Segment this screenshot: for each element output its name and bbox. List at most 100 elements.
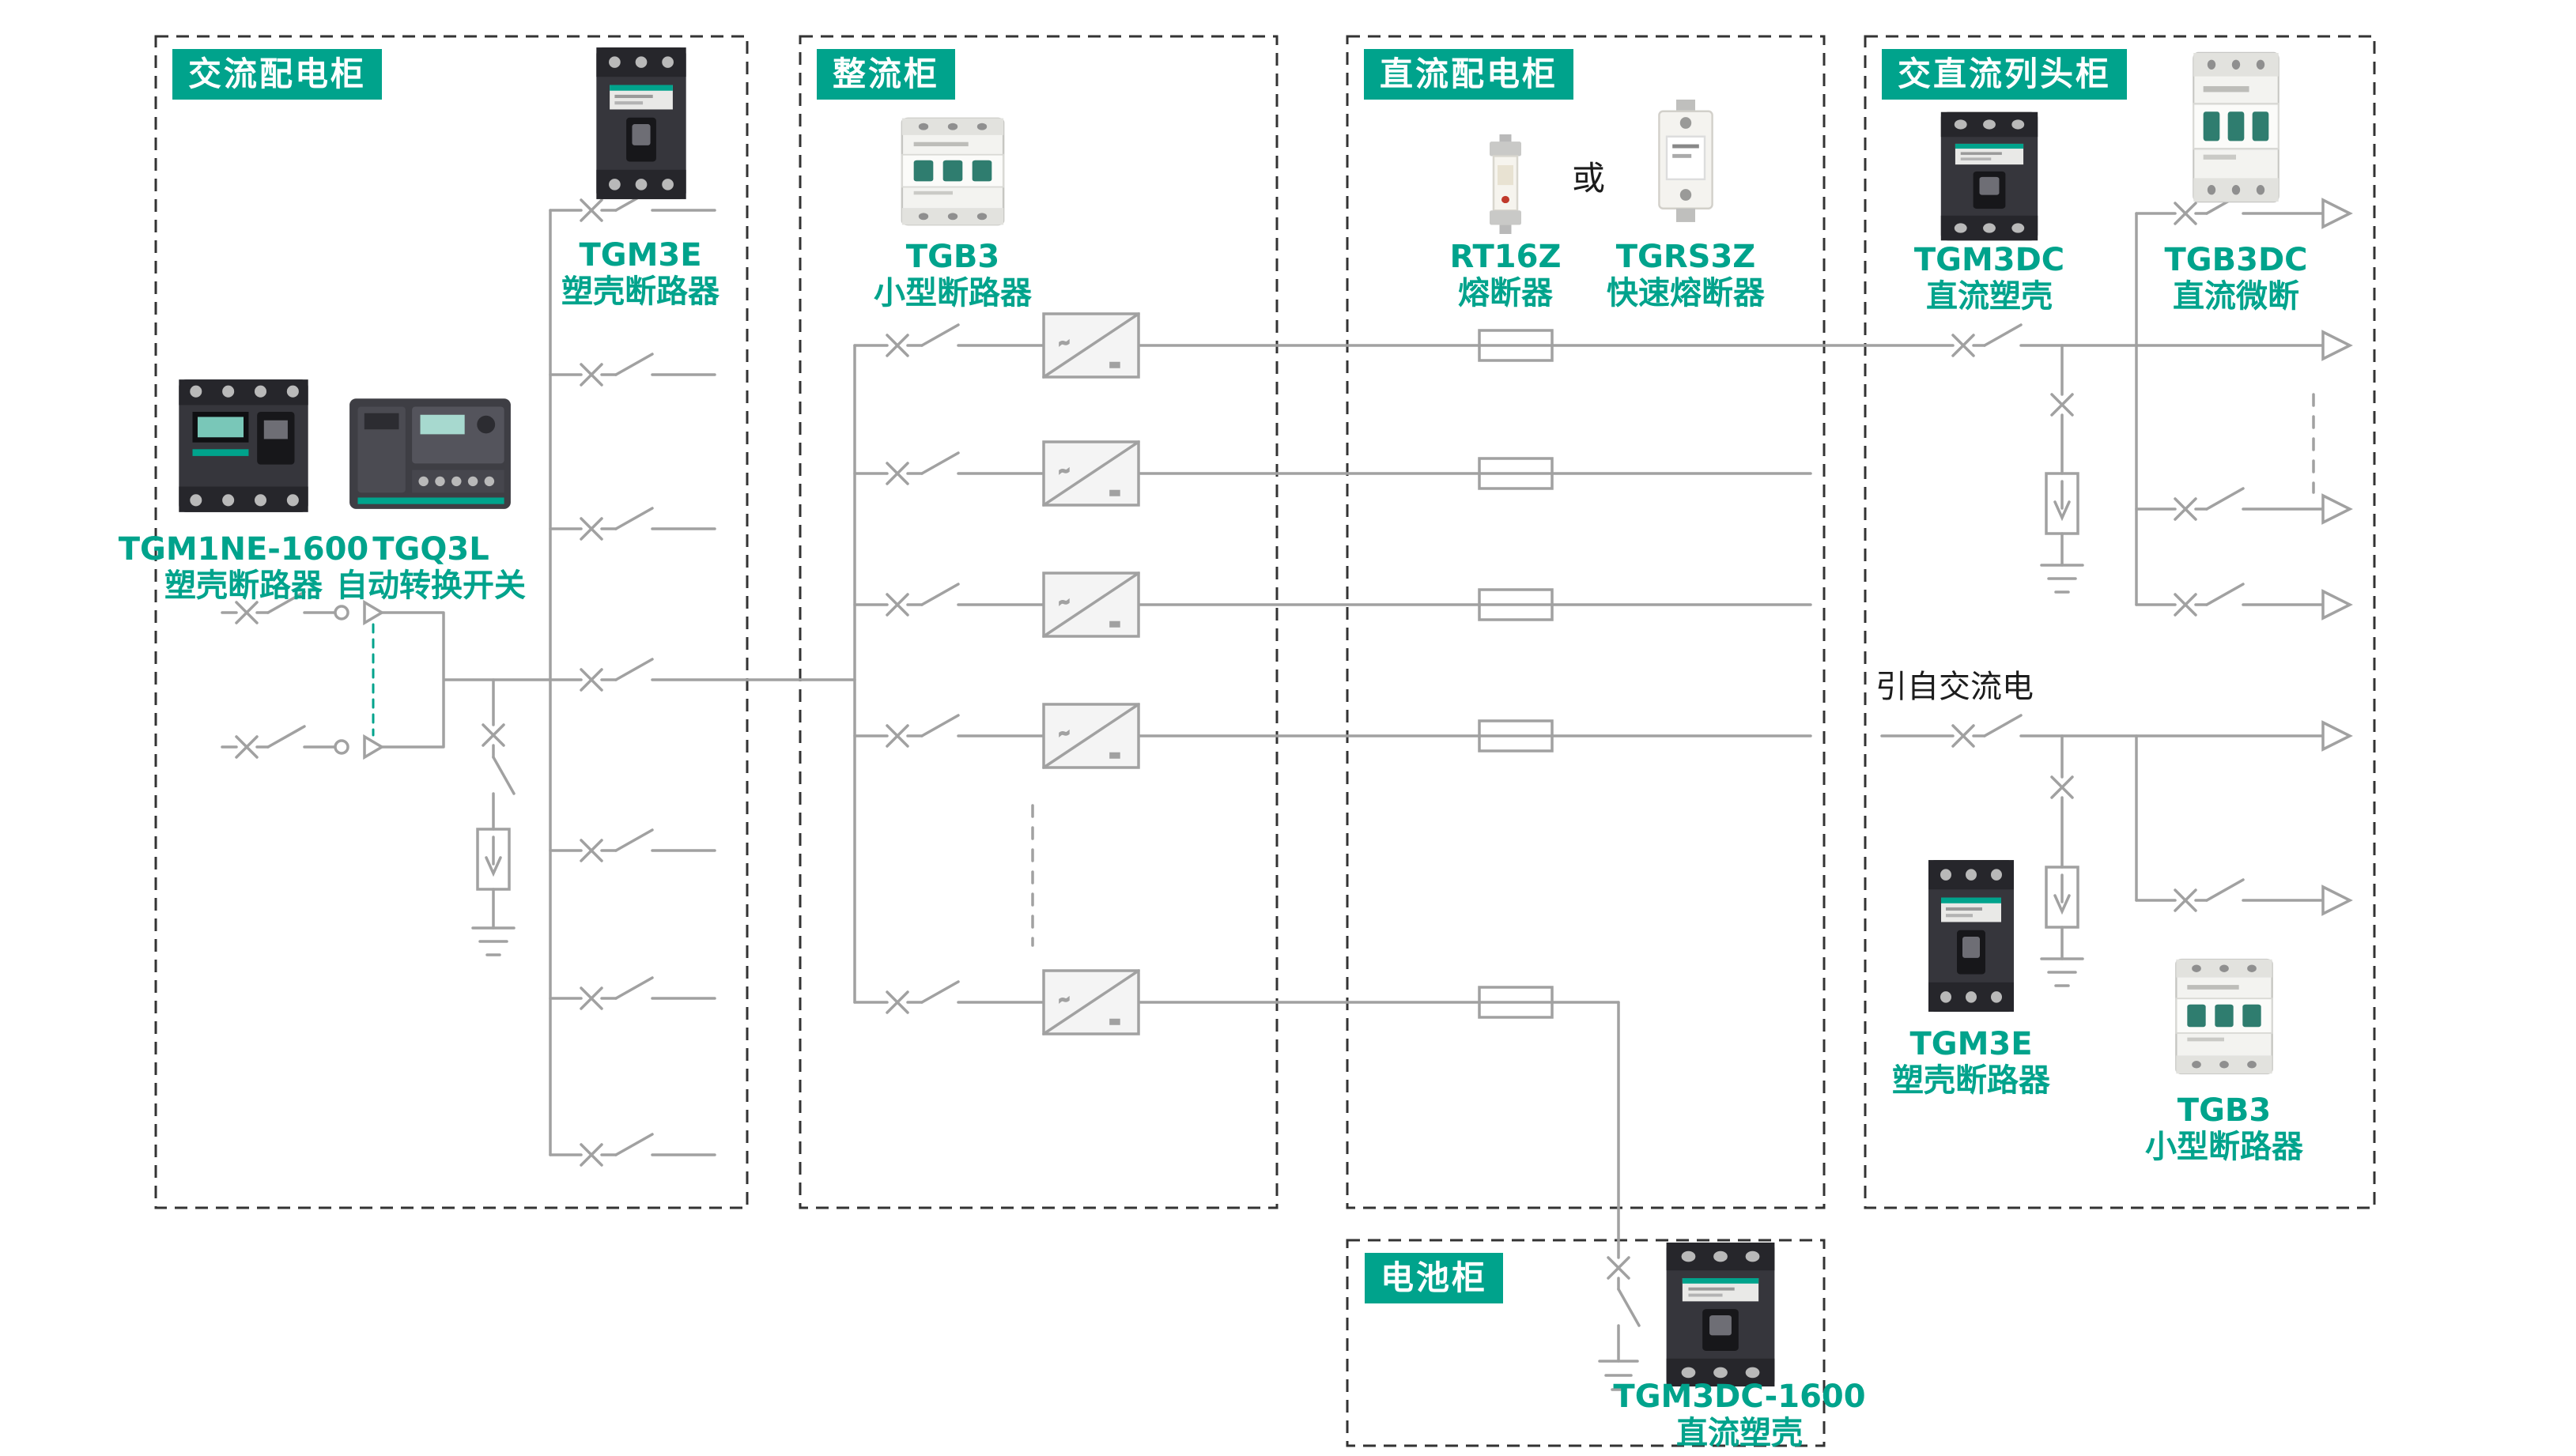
load-arrow-icon	[2321, 885, 2351, 915]
product-name: TGM3DC-1600	[1613, 1379, 1866, 1415]
tgm3dc-product-photo	[1936, 111, 2043, 242]
product-desc: 塑壳断路器	[561, 273, 720, 310]
cabinet-title-dc: 直流配电柜	[1364, 49, 1574, 100]
ac-feeder-branch	[2135, 878, 2351, 915]
rectifier-branch	[853, 571, 1812, 638]
feeder-branch	[549, 188, 716, 222]
ground-symbol	[471, 926, 516, 956]
cabinet-title-rectifier: 整流柜	[817, 49, 956, 100]
rectifier-branch	[853, 703, 1812, 769]
main-feed-to-rectifier	[549, 658, 856, 692]
or-annotation: 或	[1572, 159, 1606, 198]
product-name: TGQ3L	[372, 531, 489, 568]
dc-feeder-branch	[2135, 487, 2351, 524]
feeder-branch	[549, 1133, 716, 1167]
battery-symbol	[1598, 1360, 1639, 1391]
ac-cabinet-box	[154, 35, 749, 1209]
product-name: TGB3DC	[2164, 242, 2308, 278]
cabinet-title-row-head: 交直流列头柜	[1882, 49, 2128, 100]
product-desc: 快速熔断器	[1607, 275, 1765, 311]
product-desc: 小型断路器	[874, 275, 1032, 311]
ac-incoming-line	[1880, 714, 2351, 751]
incoming-supply-line-2	[221, 725, 349, 759]
cabinet-title-battery: 电池柜	[1365, 1253, 1504, 1304]
rt16z-product-photo	[1466, 134, 1545, 234]
from-ac-annotation: 引自交流电	[1875, 669, 2034, 705]
tgb3dc-product-photo	[2187, 49, 2285, 206]
tgm3e-ac-product-photo	[591, 46, 691, 201]
product-name: TGM3E	[579, 237, 702, 273]
product-label-tgm3dc1600: TGM3DC-1600 直流塑壳	[1573, 1379, 1906, 1451]
row-head-cabinet-box	[1864, 35, 2376, 1209]
transfer-switch-symbol	[363, 601, 552, 759]
rectifier-branch	[853, 969, 1620, 1035]
rectifier-module-symbol	[1042, 312, 1140, 379]
rectifier-module-symbol	[1042, 440, 1140, 507]
tgrs3z-product-photo	[1648, 100, 1724, 231]
product-desc: 直流塑壳	[1926, 278, 2053, 315]
tgb3-row-product-photo	[2169, 956, 2279, 1077]
product-name: RT16Z	[1449, 239, 1562, 275]
load-arrow-icon	[2321, 330, 2351, 360]
tgq3l-product-photo	[348, 392, 512, 514]
battery-feeder-line	[1598, 1001, 1641, 1391]
load-arrow-icon	[2321, 198, 2351, 228]
surge-arrester-symbol	[2045, 866, 2079, 929]
surge-arrester-symbol	[476, 828, 511, 891]
product-desc: 塑壳断路器	[164, 568, 323, 604]
load-arrow-icon	[2321, 590, 2351, 620]
cabinet-boxes	[154, 35, 2376, 1447]
product-desc: 自动转换开关	[336, 568, 526, 604]
ground-symbol	[2040, 957, 2084, 987]
surge-arrester-branch	[471, 678, 516, 956]
rectifier-circuit	[853, 312, 1955, 1035]
cabinet-title-ac: 交流配电柜	[172, 49, 383, 100]
dc-surge-arrester-branch	[2040, 344, 2084, 594]
dc-cabinet-box	[1346, 35, 1826, 1209]
rectifier-cabinet-box	[799, 35, 1279, 1209]
ac-distribution-circuit	[221, 188, 856, 1167]
tgm3dc1600-product-photo	[1660, 1241, 1781, 1388]
battery-cabinet-box	[1346, 1239, 1826, 1447]
product-label-tgm3e-ac: TGM3E 塑壳断路器	[474, 237, 806, 310]
product-desc: 塑壳断路器	[1892, 1062, 2050, 1099]
product-label-tgq3l: TGQ3L 自动转换开关	[265, 531, 597, 604]
product-name: TGRS3Z	[1615, 239, 1756, 275]
product-desc: 直流微断	[2173, 278, 2299, 315]
product-desc: 熔断器	[1458, 275, 1553, 311]
product-label-tgm3dc: TGM3DC 直流塑壳	[1823, 242, 2155, 315]
product-name: TGB3	[2177, 1092, 2272, 1129]
product-name: TGM3E	[1909, 1026, 2033, 1062]
rectifier-branch	[853, 440, 1812, 507]
product-label-tgb3-rect: TGB3 小型断路器	[787, 239, 1119, 311]
dc-incoming-line	[1951, 323, 2351, 360]
product-name: TGM3DC	[1913, 242, 2065, 278]
product-label-tgrs3z: TGRS3Z 快速熔断器	[1520, 239, 1852, 311]
feeder-branch	[549, 507, 716, 541]
rectifier-module-symbol	[1042, 571, 1140, 638]
product-desc: 小型断路器	[2145, 1129, 2303, 1165]
surge-arrester-symbol	[2045, 472, 2079, 535]
rectifier-module-symbol	[1042, 703, 1140, 769]
feeder-branch	[549, 353, 716, 387]
ground-symbol	[2040, 564, 2084, 594]
load-arrow-icon	[2321, 494, 2351, 524]
product-label-tgm1ne: TGM1NE-1600 塑壳断路器	[77, 531, 410, 604]
product-label-rt16z: RT16Z 熔断器	[1339, 239, 1671, 311]
tgm1ne-product-photo	[176, 378, 312, 514]
product-label-tgb3dc: TGB3DC 直流微断	[2070, 242, 2402, 315]
dc-feeder-branch	[2135, 583, 2351, 620]
incoming-supply-line-1	[221, 590, 349, 624]
rectifier-branch	[853, 312, 1955, 379]
tgb3-rect-product-photo	[894, 115, 1011, 228]
rectifier-module-symbol	[1042, 969, 1140, 1035]
load-arrow-icon	[2321, 721, 2351, 751]
row-head-circuit	[1880, 191, 2351, 987]
product-label-tgm3e-row: TGM3E 塑壳断路器	[1805, 1026, 2137, 1099]
feeder-branch	[549, 976, 716, 1010]
product-desc: 直流塑壳	[1676, 1415, 1803, 1451]
tgm3e-row-product-photo	[1924, 858, 2019, 1013]
product-name: TGB3	[905, 239, 1000, 275]
dc-feeder-branch	[2135, 191, 2351, 228]
